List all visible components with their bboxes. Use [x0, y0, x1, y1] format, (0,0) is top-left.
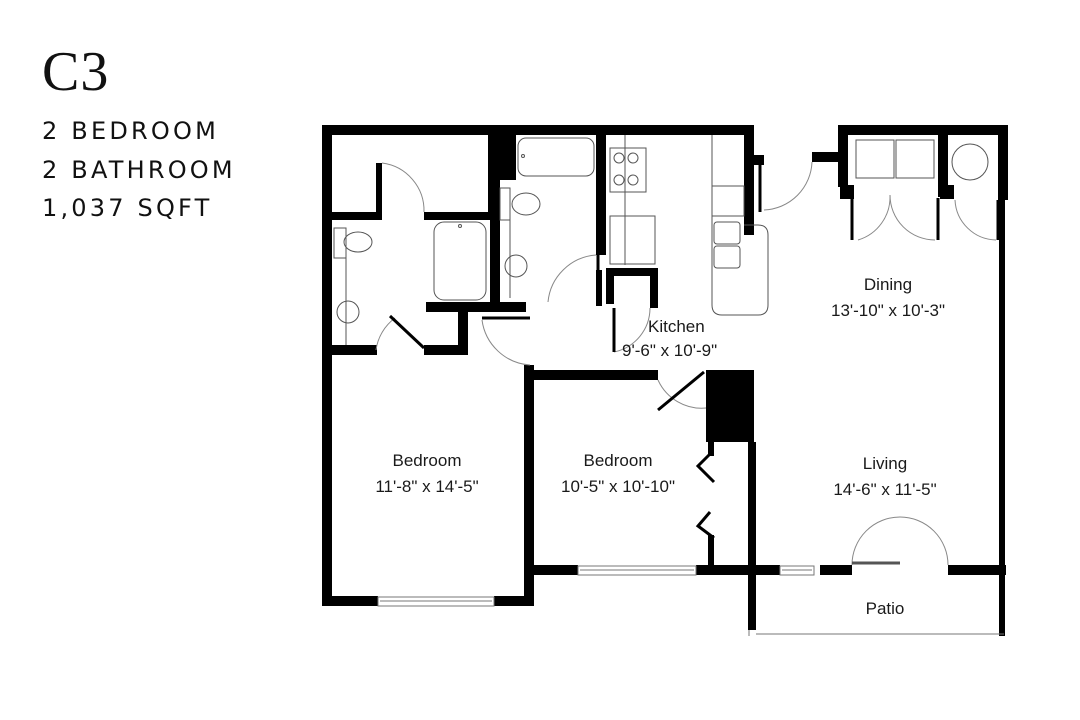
washer-icon: [855, 139, 895, 179]
kitchen-label: Kitchen: [648, 317, 705, 336]
patio-label: Patio: [866, 599, 905, 618]
water-heater-icon: [951, 143, 989, 181]
bedroom-count: 2 BEDROOM: [42, 117, 219, 145]
bedroom-1-dimensions: 11'-8" x 14'-5": [375, 477, 478, 496]
sink-icon: [713, 221, 741, 245]
dryer-icon: [895, 139, 935, 179]
toilet-icon: [499, 187, 511, 221]
bedroom-1-label: Bedroom: [393, 451, 462, 470]
dining-label: Dining: [864, 275, 912, 294]
room-labels: Kitchen 9'-6" x 10'-9" Dining 13'-10" x …: [375, 275, 945, 618]
sink-icon: [336, 300, 360, 324]
refrigerator-icon: [609, 215, 656, 265]
unit-specs: 2 BEDROOM 2 BATHROOM 1,037 SQFT: [42, 112, 236, 228]
door-leaves: [377, 162, 1000, 565]
dining-dimensions: 13'-10" x 10'-3": [831, 301, 945, 320]
sink-icon: [504, 254, 528, 278]
kitchen-dimensions: 9'-6" x 10'-9": [622, 341, 717, 360]
door-swings: [375, 161, 997, 566]
living-dimensions: 14'-6" x 11'-5": [833, 480, 936, 499]
bedroom-2-label: Bedroom: [584, 451, 653, 470]
bathtub-icon: [433, 221, 487, 301]
windows: [377, 565, 1004, 636]
living-label: Living: [863, 454, 907, 473]
stove-icon: [609, 147, 647, 193]
unit-code: C3: [42, 41, 110, 103]
bedroom-2-dimensions: 10'-5" x 10'-10": [561, 477, 675, 496]
fixtures: [333, 135, 989, 345]
square-footage: 1,037 SQFT: [42, 194, 213, 222]
bathroom-count: 2 BATHROOM: [42, 155, 236, 184]
toilet-icon: [333, 227, 347, 259]
walls: [322, 125, 1008, 636]
bathtub-icon: [517, 137, 595, 177]
